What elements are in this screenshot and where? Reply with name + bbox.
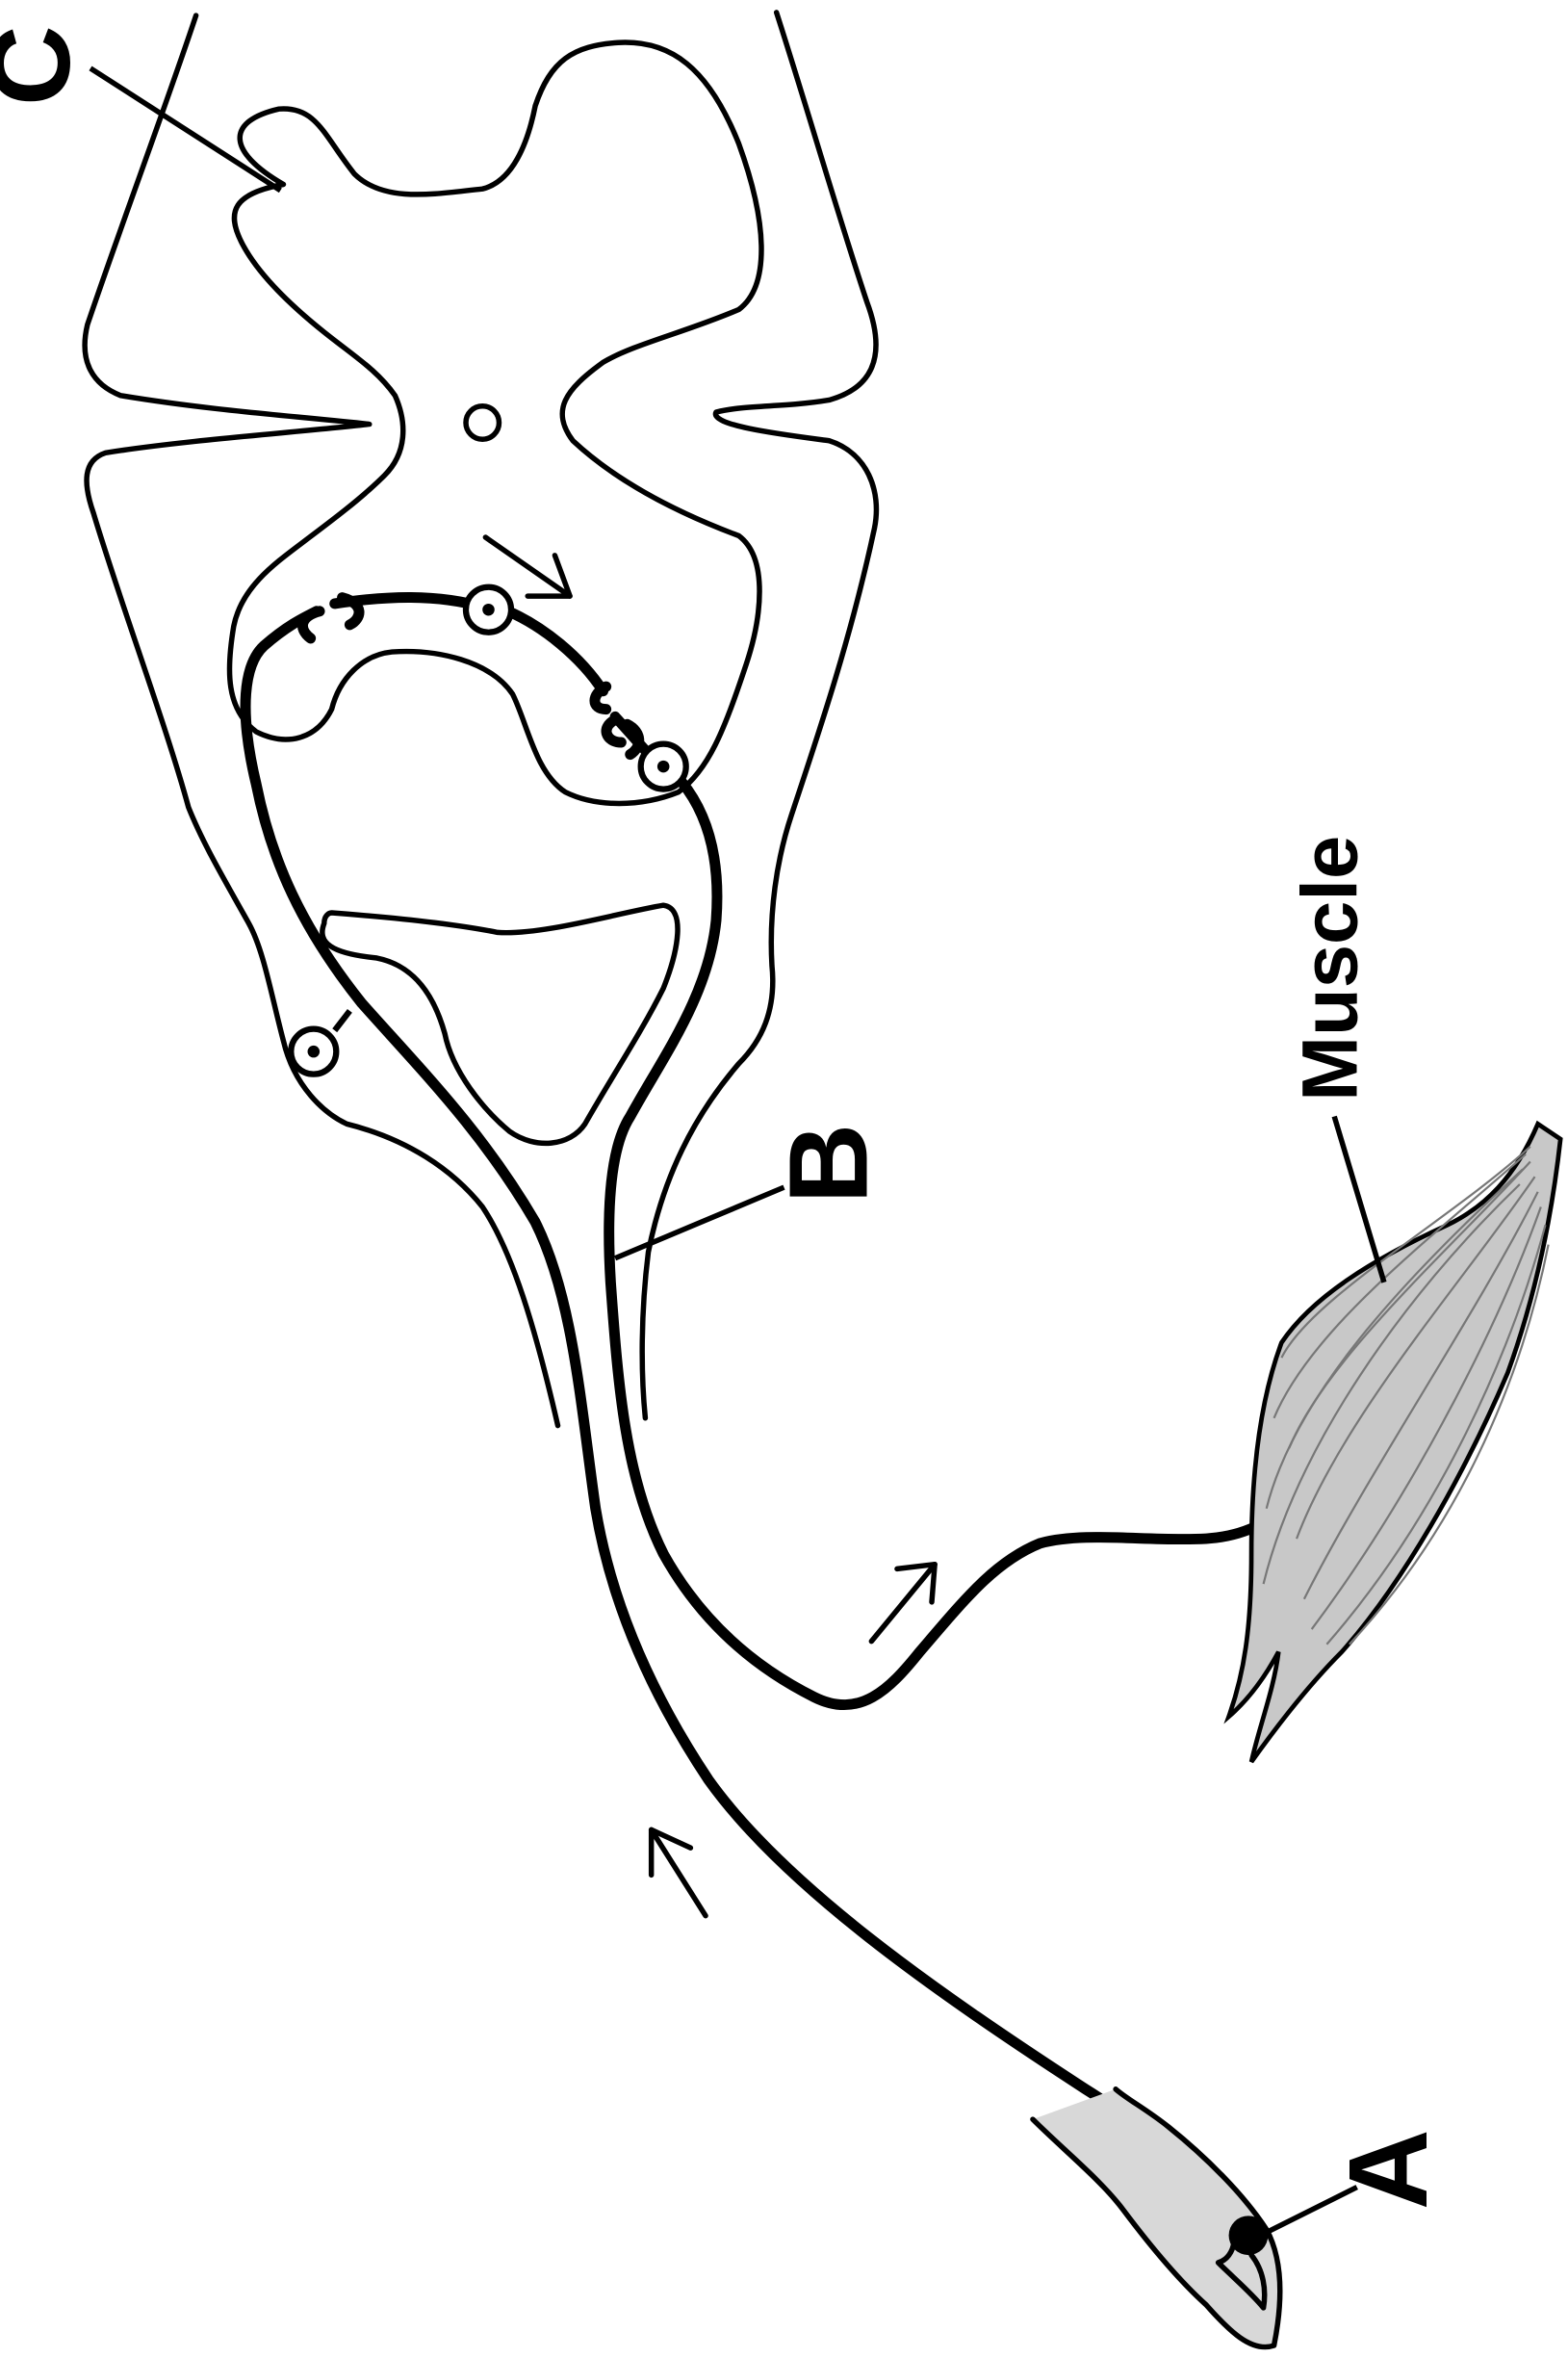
leader-b [615, 1187, 784, 1258]
leader-c [90, 68, 280, 191]
label-b: B [766, 1124, 891, 1205]
label-a: A [1325, 2129, 1451, 2210]
label-muscle: Muscle [1287, 836, 1375, 1101]
leader-lines [90, 68, 1384, 2233]
sensory-neuron-pathway [245, 597, 1248, 2232]
leader-muscle [1334, 1116, 1384, 1282]
label-c: C [0, 25, 93, 106]
motor-neuron-pathway [609, 782, 1304, 1705]
neuron-cell-bodies [291, 587, 685, 1075]
receptor-dot [1229, 2215, 1269, 2255]
motor-neuron-cell-body [641, 744, 686, 790]
sensory-neuron-cell-body [291, 1011, 349, 1075]
arrow-sensory-in [652, 1829, 706, 1915]
central-canal [466, 406, 499, 439]
skin-receptor-region [1033, 2089, 1280, 2347]
muscle [1229, 1124, 1561, 1762]
interneuron-cell-body [466, 587, 511, 633]
direction-arrows [485, 537, 935, 1916]
arrow-motor-out [871, 1565, 935, 1642]
grey-matter-outline [229, 42, 761, 803]
